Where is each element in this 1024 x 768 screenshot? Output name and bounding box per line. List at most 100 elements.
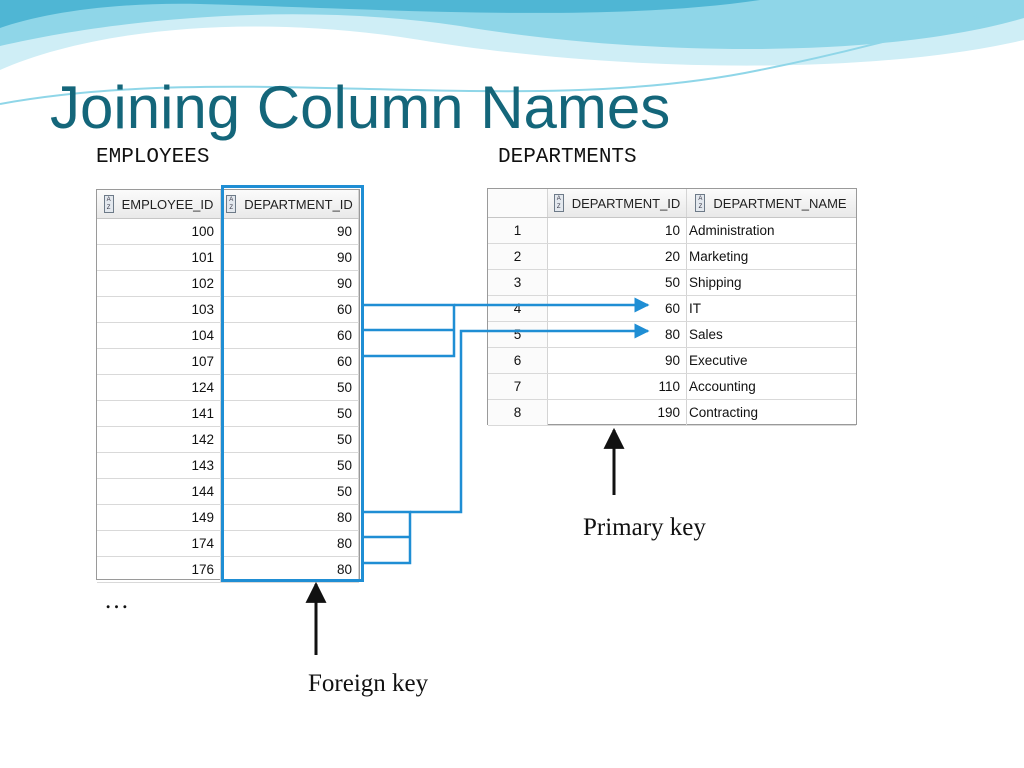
employee-id-cell: 100	[97, 219, 221, 244]
department-id-cell: 50	[221, 479, 359, 504]
row-number-cell: 3	[488, 270, 548, 295]
employee-id-cell: 141	[97, 401, 221, 426]
departments-caption: DEPARTMENTS	[498, 146, 637, 169]
employee-id-cell: 102	[97, 271, 221, 296]
row-number-header	[488, 189, 548, 217]
department-id-cell: 50	[548, 270, 687, 295]
employee-id-cell: 103	[97, 297, 221, 322]
employee-id-cell: 149	[97, 505, 221, 530]
employee-id-cell: 174	[97, 531, 221, 556]
row-number-cell: 2	[488, 244, 548, 269]
department-id-cell: 90	[221, 271, 359, 296]
column-header-label: DEPARTMENT_ID	[244, 196, 353, 212]
department-name-cell: Accounting	[689, 379, 756, 394]
primary-key-label: Primary key	[583, 514, 706, 541]
department-name-cell: Sales	[689, 327, 723, 342]
column-header-label: DEPARTMENT_NAME	[713, 195, 847, 211]
foreign-key-label: Foreign key	[308, 670, 429, 697]
department-id-cell: 60	[221, 349, 359, 374]
wave-mid	[0, 0, 1024, 50]
wave-line	[0, 3, 1024, 105]
department-id-cell: 60	[221, 323, 359, 348]
row-number-cell: 4	[488, 296, 548, 321]
department-id-cell: 190	[548, 400, 687, 425]
department-name-cell: Administration	[689, 223, 775, 238]
department-id-cell: 80	[221, 531, 359, 556]
column-header-label: EMPLOYEE_ID	[121, 196, 214, 212]
employee-id-cell: 144	[97, 479, 221, 504]
department-id-cell: 90	[221, 245, 359, 270]
department-id-cell: 50	[221, 453, 359, 478]
employee-id-cell: 142	[97, 427, 221, 452]
connector-dept-60-group	[362, 303, 456, 358]
wave-dark	[0, 0, 760, 28]
department-id-cell: 80	[221, 557, 359, 582]
department-id-cell: 10	[548, 218, 687, 243]
connector-dept-80-group	[362, 510, 412, 565]
employee-id-cell: 143	[97, 453, 221, 478]
employee-id-cell: 124	[97, 375, 221, 400]
employee-id-cell: 107	[97, 349, 221, 374]
row-number-cell: 6	[488, 348, 548, 373]
department-id-cell: 50	[221, 401, 359, 426]
department-name-cell: Contracting	[689, 405, 759, 420]
employee-id-cell: 101	[97, 245, 221, 270]
department-id-cell: 60	[548, 296, 687, 321]
employee-id-cell: 176	[97, 557, 221, 582]
row-number-cell: 1	[488, 218, 548, 243]
department-id-cell: 110	[548, 374, 687, 399]
department-id-cell: 20	[548, 244, 687, 269]
row-number-cell: 7	[488, 374, 548, 399]
department-id-cell: 60	[221, 297, 359, 322]
department-name-cell: Executive	[689, 353, 748, 368]
department-id-cell: 80	[548, 322, 687, 347]
more-rows-ellipsis: …	[104, 587, 129, 614]
employees-caption: EMPLOYEES	[96, 146, 210, 169]
department-name-cell: IT	[689, 301, 701, 316]
header-wave-decoration	[0, 0, 1024, 105]
department-id-cell: 50	[221, 375, 359, 400]
department-name-cell: Shipping	[689, 275, 742, 290]
department-id-cell: 90	[548, 348, 687, 373]
slide-title: Joining Column Names	[50, 74, 671, 141]
column-header-label: DEPARTMENT_ID	[571, 195, 681, 211]
department-id-cell: 80	[221, 505, 359, 530]
row-number-cell: 8	[488, 400, 548, 425]
department-id-cell: 50	[221, 427, 359, 452]
row-number-cell: 5	[488, 322, 548, 347]
employee-id-cell: 104	[97, 323, 221, 348]
department-name-cell: Marketing	[689, 249, 749, 264]
